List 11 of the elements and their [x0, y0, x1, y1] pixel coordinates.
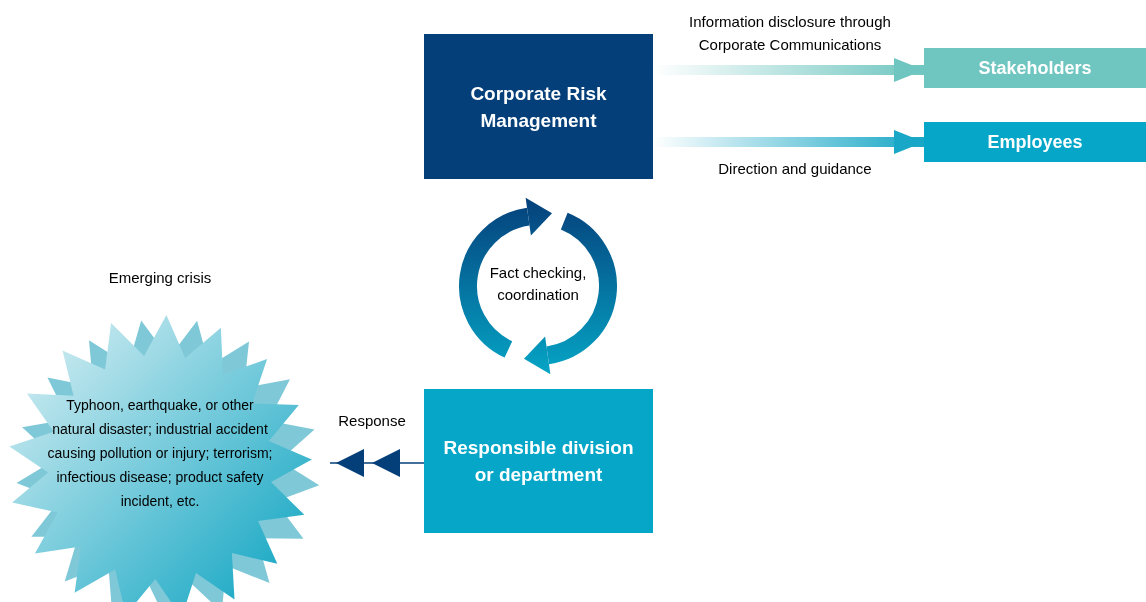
crisis-heading: Emerging crisis: [107, 268, 213, 288]
edge-label: Response: [337, 411, 407, 431]
process-box: Responsible division or department: [424, 389, 653, 533]
process-box: Corporate Risk Management: [424, 34, 653, 179]
process-box: Employees: [924, 122, 1146, 162]
edge-label: Direction and guidance: [717, 159, 873, 179]
process-box: Stakeholders: [924, 48, 1146, 88]
edge-label: Information disclosure through Corporate Communications: [688, 12, 892, 55]
double-chevron-arrow: [329, 449, 425, 477]
crisis-description: Typhoon, earthquake, or other natural disaster; industrial accident causing pollution or injury; terrorism; infectious disease; product safety incident, etc.: [46, 396, 274, 511]
cycle-label: Fact checking, coordination: [488, 263, 588, 305]
